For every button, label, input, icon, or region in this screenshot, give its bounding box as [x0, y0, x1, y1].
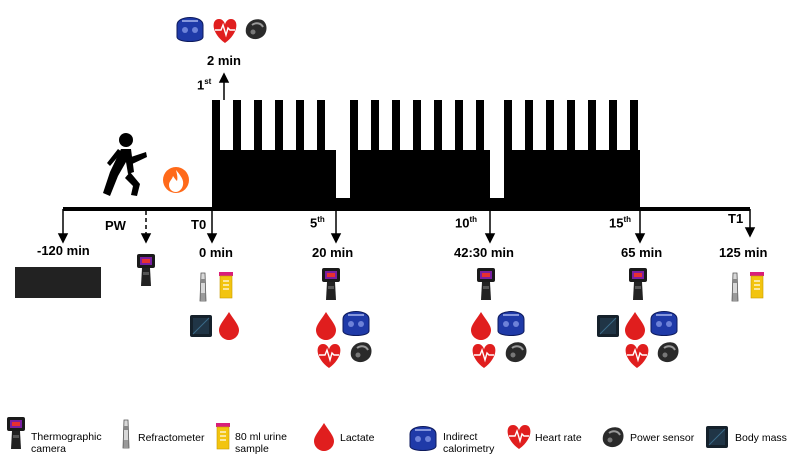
indirect-calorimetry-icon — [409, 425, 437, 452]
label-15th: 15th — [609, 215, 632, 231]
indirect-calorimetry-icon — [342, 310, 370, 337]
power-sensor-icon — [504, 341, 528, 364]
thermographic-camera-icon — [7, 417, 25, 449]
body-mass-icon — [189, 314, 213, 338]
time-label: 42:30 min — [454, 245, 514, 260]
power-sensor-icon — [656, 341, 680, 364]
lactate-drop-icon — [471, 312, 491, 340]
heart-rate-icon — [212, 18, 238, 44]
power-sensor-icon — [349, 341, 373, 364]
flame-icon — [163, 167, 189, 193]
label-10th: 10th — [455, 215, 478, 231]
power-sensor-icon — [244, 18, 268, 41]
label-t1: T1 — [728, 211, 744, 226]
lactate-drop-icon — [625, 312, 645, 340]
lactate-drop-icon — [316, 312, 336, 340]
lactate-drop-icon — [314, 423, 334, 451]
legend-camera: Thermographic camera — [31, 431, 102, 455]
legend-power: Power sensor — [630, 432, 695, 444]
thermographic-camera-icon — [477, 268, 495, 300]
time-label: -120 min — [37, 243, 90, 258]
heart-rate-icon — [624, 343, 650, 369]
indirect-calorimetry-icon — [176, 16, 204, 43]
label-2min: 2 min — [207, 53, 241, 68]
legend-lactate: Lactate — [340, 432, 375, 444]
legend-refractometer: Refractometer — [138, 432, 205, 444]
thermographic-camera-icon — [137, 254, 155, 286]
label-1st: 1st — [197, 77, 212, 93]
lactate-drop-icon — [219, 312, 239, 340]
urine-sample-icon — [218, 271, 234, 299]
label-5th: 5th — [310, 215, 325, 231]
time-label: 125 min — [719, 245, 768, 260]
label-t0: T0 — [191, 217, 207, 232]
time-label: 20 min — [312, 245, 354, 260]
body-mass-placeholder — [15, 267, 101, 298]
power-sensor-icon — [601, 426, 625, 449]
interval-protocol-block — [212, 100, 640, 210]
time-label: 0 min — [199, 245, 233, 260]
time-label: 65 min — [621, 245, 663, 260]
urine-sample-icon — [215, 422, 231, 450]
body-mass-icon — [705, 425, 729, 449]
legend-calorimetry: Indirect calorimetry — [443, 431, 495, 455]
body-mass-icon — [596, 314, 620, 338]
legend-mass: Body mass — [735, 432, 787, 444]
refractometer-icon — [199, 272, 207, 302]
thermographic-camera-icon — [629, 268, 647, 300]
thermographic-camera-icon — [322, 268, 340, 300]
running-person-icon — [103, 133, 147, 196]
heart-rate-icon — [316, 343, 342, 369]
indirect-calorimetry-icon — [497, 310, 525, 337]
legend-heart: Heart rate — [535, 432, 582, 444]
heart-rate-icon — [471, 343, 497, 369]
legend-urine: 80 ml urine sample — [235, 431, 287, 455]
heart-rate-icon — [506, 424, 532, 450]
refractometer-icon — [122, 419, 130, 449]
label-pw: PW — [105, 218, 126, 233]
urine-sample-icon — [749, 271, 765, 299]
refractometer-icon — [731, 272, 739, 302]
indirect-calorimetry-icon — [650, 310, 678, 337]
